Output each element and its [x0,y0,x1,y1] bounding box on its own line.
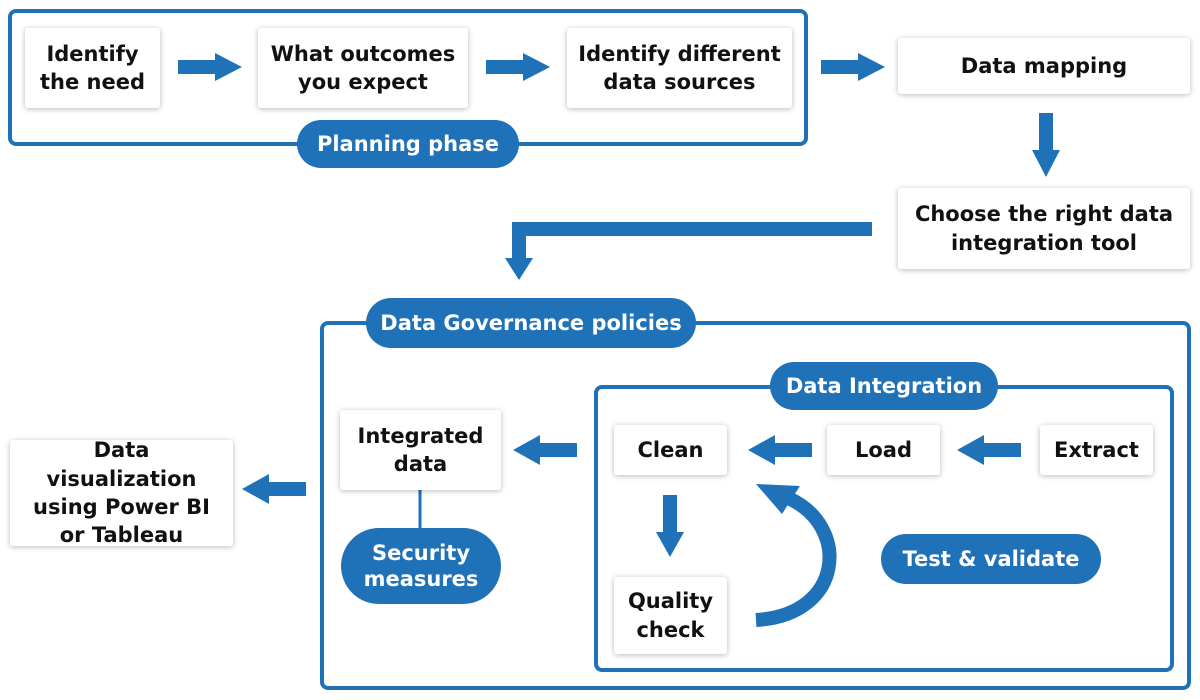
governance-label: Data Governance policies [366,298,696,348]
arrow-need-to-outcomes [178,53,242,81]
arrow-integration-to-integrated [513,435,577,465]
integrated-data-box: Integrated data [340,410,501,490]
integration-label: Data Integration [770,362,998,410]
arrow-load-to-clean [748,435,812,465]
data-mapping-box: Data mapping [898,38,1190,94]
arrow-clean-to-quality [656,495,684,557]
arrow-tool-to-governance [505,222,872,280]
outcomes-box: What outcomes you expect [258,28,468,108]
load-box: Load [827,425,940,475]
arrow-outcomes-to-sources [486,53,550,81]
data-sources-box: Identify different data sources [567,28,792,108]
security-measures-pill: Security measures [341,528,501,604]
quality-check-box: Quality check [614,577,727,654]
test-loop-curve [755,491,837,627]
test-loop-arrowhead [756,484,800,514]
governance-frame [320,321,1191,690]
arrow-integrated-to-visualization [242,474,306,504]
arrow-mapping-to-tool [1032,113,1060,177]
test-validate-pill: Test & validate [881,534,1101,584]
extract-box: Extract [1040,425,1153,475]
visualization-box: Data visualization using Power BI or Tab… [10,438,233,547]
identify-need-box: Identify the need [25,28,160,108]
planning-phase-label: Planning phase [297,120,519,168]
arrow-extract-to-load [957,435,1021,465]
arrow-planning-to-mapping [821,53,885,81]
clean-box: Clean [614,425,727,475]
choose-tool-box: Choose the right data integration tool [898,188,1190,269]
